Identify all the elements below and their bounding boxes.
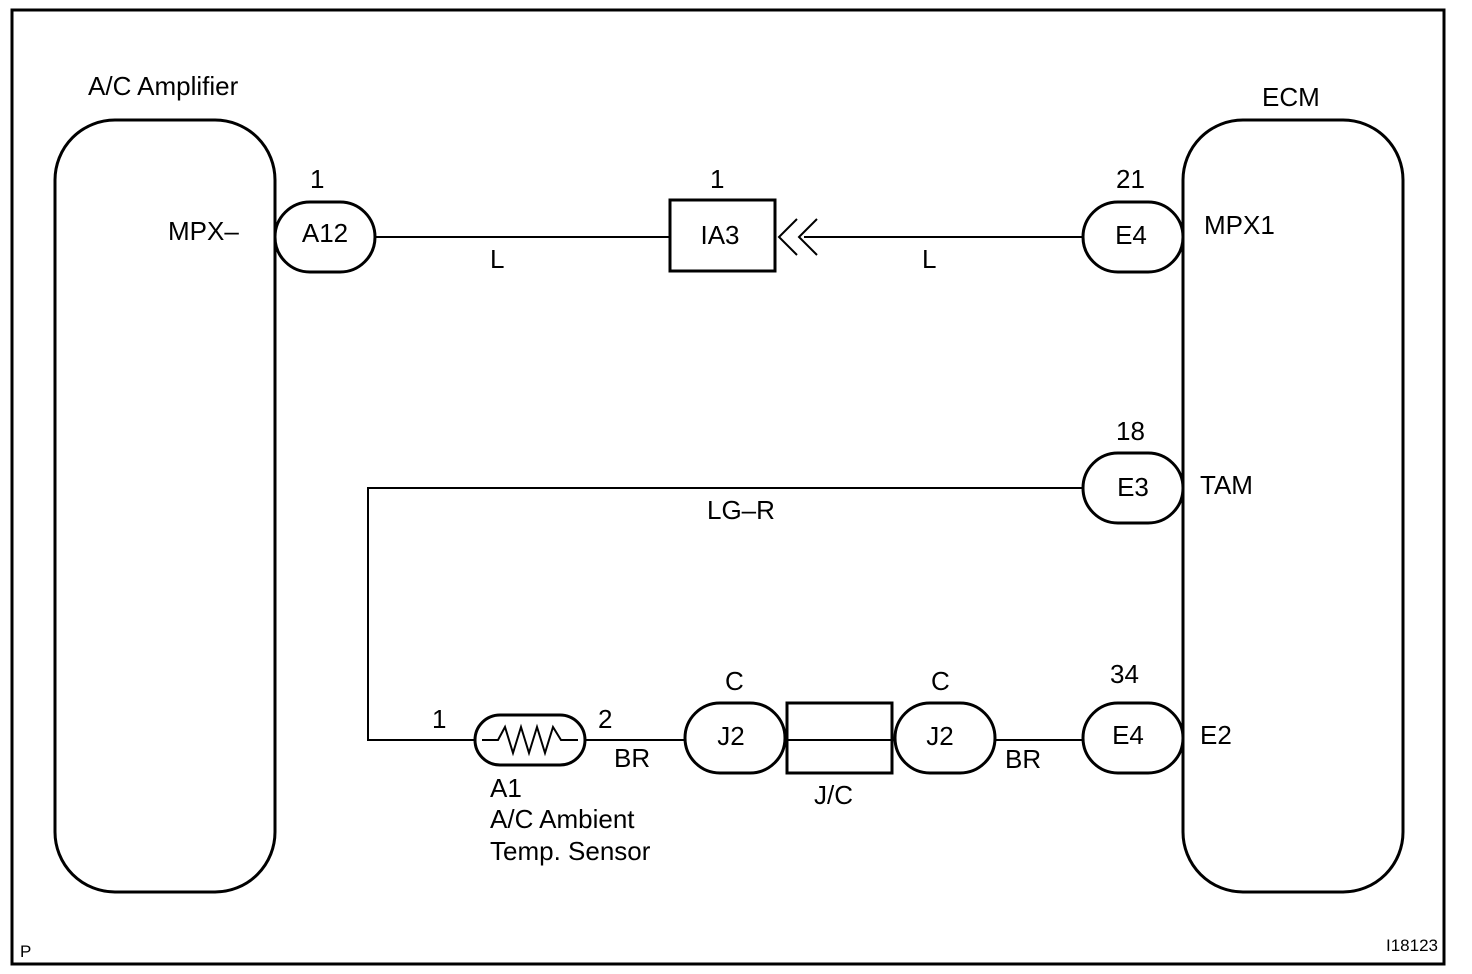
figure-id: I18123 — [1386, 936, 1438, 955]
wire-color-tam: LG–R — [707, 495, 775, 525]
connector-j2-right-pin: C — [931, 666, 950, 696]
connector-e4-bottom-pin: 34 — [1110, 659, 1139, 689]
connector-ia3-code: IA3 — [700, 220, 739, 250]
ac-amplifier-terminal-mpx: MPX– — [168, 216, 239, 246]
connector-e3-pin: 18 — [1116, 416, 1145, 446]
connector-e4-bottom — [1081, 701, 1185, 775]
thermistor-icon — [482, 723, 578, 757]
wire-color-br-right: BR — [1005, 744, 1041, 774]
sensor-pin-1: 1 — [432, 704, 446, 734]
connector-j2-right — [893, 701, 997, 775]
wire-tam — [367, 487, 1083, 741]
connector-a12-pin: 1 — [310, 164, 324, 194]
connector-j2-right-code: J2 — [926, 721, 953, 751]
connector-a12 — [273, 200, 377, 274]
sensor-name-line2: Temp. Sensor — [490, 836, 651, 866]
sensor-code: A1 — [490, 773, 522, 803]
wire-color-br-left: BR — [614, 743, 650, 773]
connector-e4-top-pin: 21 — [1116, 164, 1145, 194]
connector-j2-left — [683, 701, 787, 775]
wire-color-mpx-left: L — [490, 244, 504, 274]
ecm-terminal-tam: TAM — [1200, 470, 1253, 500]
connector-j2-left-pin: C — [725, 666, 744, 696]
sensor-pin-2: 2 — [598, 704, 612, 734]
connector-e4-top — [1081, 200, 1185, 274]
ecm-terminal-mpx1: MPX1 — [1204, 210, 1275, 240]
ecm-terminal-e2: E2 — [1200, 720, 1232, 750]
sensor-name-line1: A/C Ambient — [490, 804, 635, 834]
connector-ia3 — [668, 198, 777, 273]
connector-a12-code: A12 — [302, 218, 348, 248]
ac-amplifier-box — [53, 118, 277, 894]
ecm-title: ECM — [1262, 82, 1320, 112]
connector-e4-bottom-code: E4 — [1112, 720, 1144, 750]
junction-block — [785, 701, 894, 775]
connector-ia3-pin: 1 — [710, 164, 724, 194]
connector-ia3-plug-icon — [777, 218, 818, 256]
footer-left-mark: P — [20, 942, 31, 961]
connector-e3-code: E3 — [1117, 472, 1149, 502]
diagram-frame — [10, 8, 1446, 966]
connector-e3 — [1081, 451, 1185, 525]
ecm-box — [1181, 118, 1405, 894]
junction-block-label: J/C — [814, 780, 853, 810]
wire-color-mpx-right: L — [922, 244, 936, 274]
connector-e4-top-code: E4 — [1115, 220, 1147, 250]
ac-amplifier-title: A/C Amplifier — [88, 71, 239, 101]
connector-j2-left-code: J2 — [717, 721, 744, 751]
